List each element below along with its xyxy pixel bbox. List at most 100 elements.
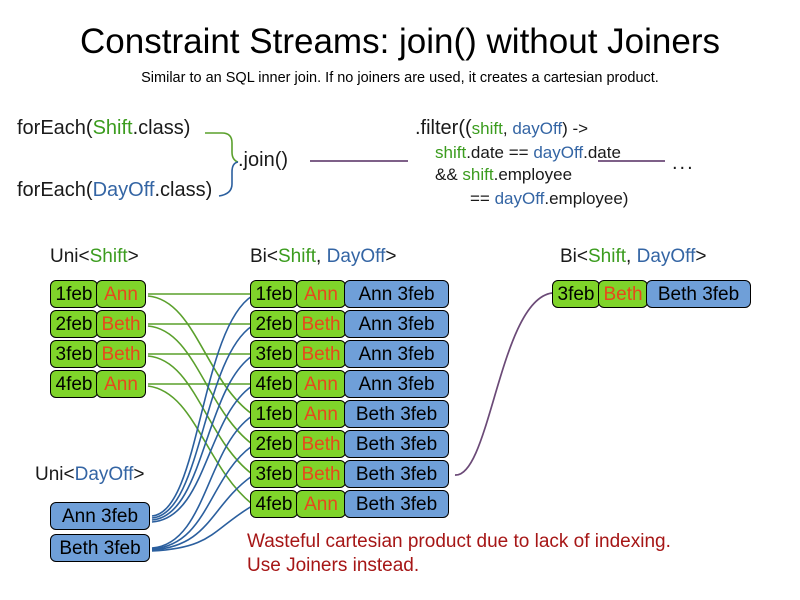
pair-shift-employee: Beth [296, 340, 346, 368]
dayoff-card[interactable]: Ann 3feb [50, 502, 150, 530]
bi-right-comma: , [626, 246, 637, 267]
result-dayoff: Beth 3feb [646, 280, 751, 308]
foreach-dayoff-suffix: .class) [154, 179, 213, 201]
pair-dayoff: Beth 3feb [344, 460, 449, 488]
pair-dayoff: Beth 3feb [344, 400, 449, 428]
pair-shift-date: 4feb [250, 370, 298, 398]
filter-param-dayoff: dayOff [512, 119, 563, 138]
pair-shift-employee: Beth [296, 430, 346, 458]
pair-shift-employee: Ann [296, 370, 346, 398]
filter-l2-a: .date == [466, 143, 534, 162]
pair-dayoff: Ann 3feb [344, 340, 449, 368]
shift-employee: Beth [96, 340, 146, 368]
pair-shift-date: 4feb [250, 490, 298, 518]
code-join-label: .join() [238, 149, 289, 171]
shift-date: 2feb [50, 310, 98, 338]
shift-date: 4feb [50, 370, 98, 398]
filter-l3-b: .employee [493, 165, 573, 184]
uni-dayoff-type: DayOff [74, 464, 134, 485]
pair-shift-date: 1feb [250, 280, 298, 308]
code-filter-line-1: .filter((shift, dayOff) -> [415, 118, 588, 138]
filter-l4-dayoff: dayOff [494, 189, 545, 208]
pair-dayoff: Beth 3feb [344, 490, 449, 518]
pair-to-result-link [454, 292, 553, 476]
label-bi-middle: Bi<Shift, DayOff> [250, 246, 396, 268]
filter-l4-eq: == [470, 189, 495, 208]
result-shift-employee: Beth [598, 280, 648, 308]
bi-right-type2: DayOff [636, 246, 696, 267]
filter-open: .filter(( [415, 117, 472, 139]
foreach-dayoff-prefix: forEach( [17, 179, 93, 201]
pair-shift-date: 3feb [250, 460, 298, 488]
label-uni-shift: Uni<Shift> [50, 246, 139, 268]
pair-shift-date: 2feb [250, 430, 298, 458]
pair-dayoff: Ann 3feb [344, 310, 449, 338]
uni-dayoff-suffix: > [133, 464, 145, 485]
pair-shift-employee: Ann [296, 400, 346, 428]
code-filter-line-4: == dayOff.employee) [470, 190, 628, 207]
pair-shift-employee: Ann [296, 490, 346, 518]
bi-right-type1: Shift [588, 246, 627, 267]
foreach-dayoff-type: DayOff [92, 179, 155, 201]
warning-line-2: Use Joiners instead. [247, 555, 420, 577]
code-filter-line-3: && shift.employee [435, 166, 572, 183]
shift-to-pair-links [147, 293, 253, 505]
code-foreach-dayoff: forEach(DayOff.class) [17, 180, 212, 200]
bi-mid-suffix: > [385, 246, 397, 267]
pair-dayoff: Ann 3feb [344, 280, 449, 308]
uni-dayoff-prefix: Uni< [35, 464, 75, 485]
pair-shift-employee: Beth [296, 460, 346, 488]
uni-shift-suffix: > [127, 246, 139, 267]
shift-date: 1feb [50, 280, 98, 308]
page-title: Constraint Streams: join() without Joine… [80, 22, 720, 61]
filter-l3-and: && [435, 165, 463, 184]
result-shift-date: 3feb [552, 280, 600, 308]
shift-date: 3feb [50, 340, 98, 368]
warning-message: Wasteful cartesian product due to lack o… [247, 530, 671, 579]
bi-mid-type2: DayOff [326, 246, 386, 267]
foreach-shift-prefix: forEach( [17, 117, 93, 139]
ellipsis-label: ... [672, 152, 695, 174]
uni-shift-prefix: Uni< [50, 246, 90, 267]
dayoff-text: Ann 3feb [50, 502, 150, 530]
code-foreach-shift: forEach(Shift.class) [17, 118, 190, 138]
filter-l2-b: .date [583, 143, 621, 162]
pair-shift-date: 2feb [250, 310, 298, 338]
filter-l4-b: .employee) [544, 189, 629, 208]
pair-dayoff: Ann 3feb [344, 370, 449, 398]
bi-right-prefix: Bi< [560, 246, 588, 267]
shift-employee: Ann [96, 280, 146, 308]
dayoff-card[interactable]: Beth 3feb [50, 534, 150, 562]
shift-employee: Ann [96, 370, 146, 398]
pair-shift-employee: Ann [296, 280, 346, 308]
dayoff-to-pair-links [151, 295, 253, 552]
pair-shift-employee: Beth [296, 310, 346, 338]
filter-l2-shift: shift [435, 143, 467, 162]
bi-right-suffix: > [695, 246, 707, 267]
bi-mid-type1: Shift [278, 246, 317, 267]
code-filter-line-2: shift.date == dayOff.date [435, 144, 621, 161]
filter-arrow: ) -> [562, 119, 589, 138]
label-bi-right: Bi<Shift, DayOff> [560, 246, 706, 268]
foreach-shift-suffix: .class) [132, 117, 191, 139]
bi-mid-prefix: Bi< [250, 246, 278, 267]
filter-l3-shift: shift [462, 165, 494, 184]
shift-employee: Beth [96, 310, 146, 338]
warning-line-1: Wasteful cartesian product due to lack o… [247, 531, 671, 552]
foreach-shift-type: Shift [92, 117, 133, 139]
bi-mid-comma: , [316, 246, 327, 267]
